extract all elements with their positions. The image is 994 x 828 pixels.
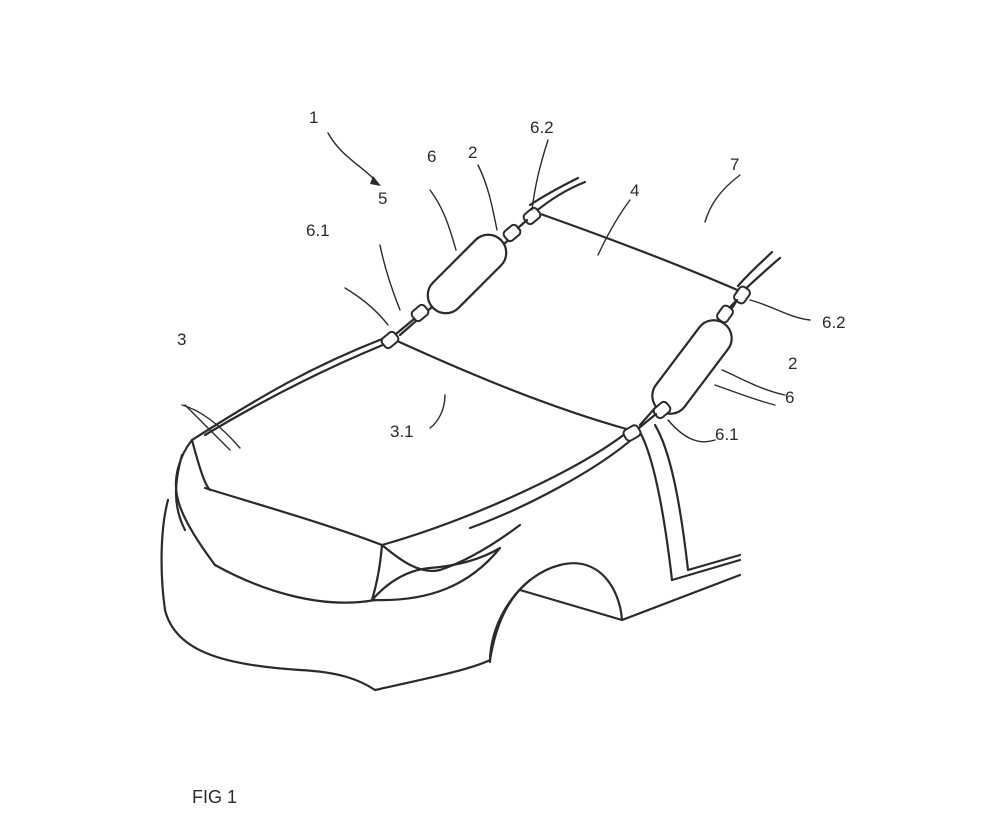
label-tether-right: 6 bbox=[785, 388, 794, 407]
label-airbag-right: 2 bbox=[788, 354, 797, 373]
figure-caption: FIG 1 bbox=[192, 787, 237, 807]
airbag-left bbox=[426, 233, 508, 315]
label-tether-left: 6 bbox=[427, 147, 436, 166]
label-vehicle: 3 bbox=[177, 330, 186, 349]
label-windshield-area: 7 bbox=[730, 155, 739, 174]
label-front-connector-right: 6.1 bbox=[715, 425, 739, 444]
label-front-connector-left: 6.1 bbox=[306, 221, 330, 240]
leader-lines bbox=[181, 132, 811, 449]
label-net: 4 bbox=[630, 181, 639, 200]
vehicle-body bbox=[160, 334, 742, 692]
label-rear-connector-right: 6.2 bbox=[822, 313, 846, 332]
label-rear-connector-left: 6.2 bbox=[530, 118, 554, 137]
connectors bbox=[380, 206, 751, 442]
reference-labels: 1 5 6 2 6.2 4 7 6.1 3 6.2 2 6 6.1 3.1 bbox=[177, 108, 846, 444]
label-arrow-target: 5 bbox=[378, 189, 387, 208]
label-hood-edge: 3.1 bbox=[390, 422, 414, 441]
label-airbag-left: 2 bbox=[468, 143, 477, 162]
label-system: 1 bbox=[309, 108, 318, 127]
